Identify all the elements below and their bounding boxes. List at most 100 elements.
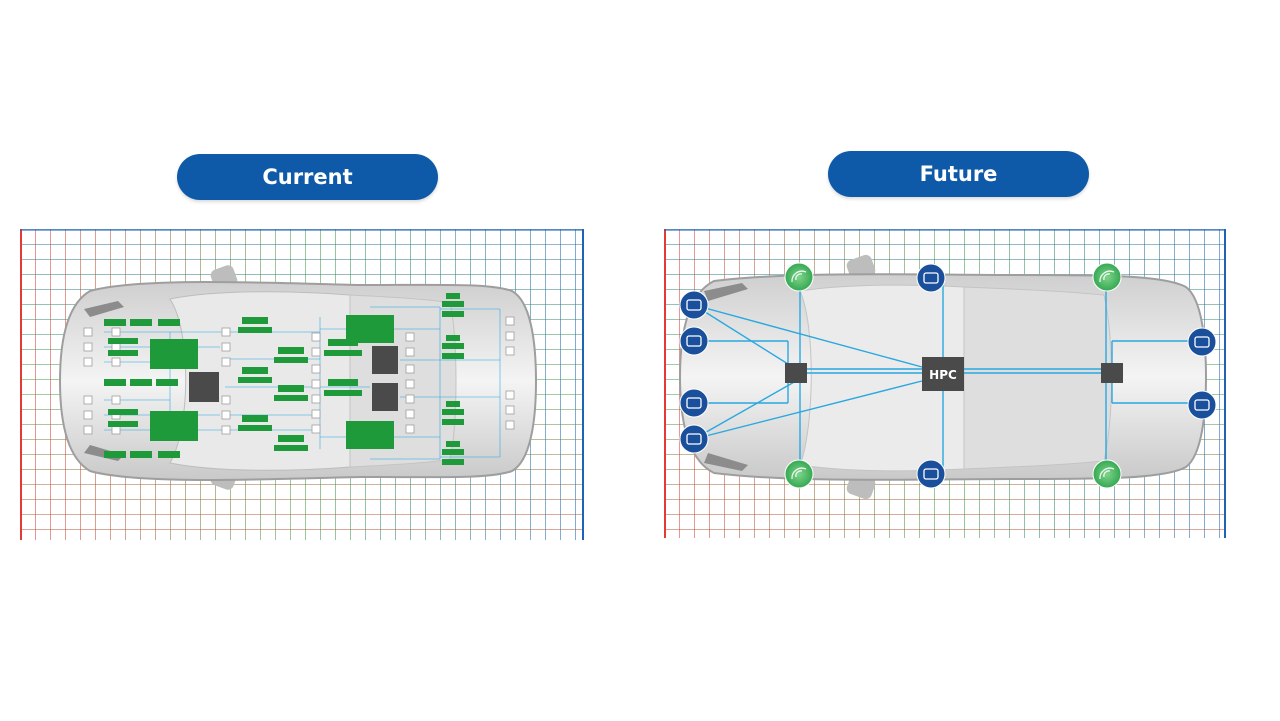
current-header: Current: [177, 154, 438, 200]
ethernet-link: [693, 304, 923, 368]
ecu-module: [442, 311, 464, 317]
zone-controller-front: [785, 363, 807, 383]
connector-pad: [83, 395, 93, 405]
ecu-module: [346, 421, 394, 449]
future-architecture-diagram: HPC: [664, 229, 1226, 538]
connector-pad: [505, 346, 515, 356]
ecu-module: [108, 350, 138, 356]
connector-pad: [505, 316, 515, 326]
ecu-module: [442, 409, 464, 415]
ecu-module: [446, 335, 460, 341]
ethernet-backbone: [693, 275, 1198, 473]
connector-pad: [311, 409, 321, 419]
camera-sensor-icon: [679, 388, 709, 418]
connector-pad: [111, 395, 121, 405]
zone-controller-rear: [1101, 363, 1123, 383]
zone-controllers: [785, 363, 1123, 383]
connector-pad: [83, 327, 93, 337]
connector-pad: [111, 425, 121, 435]
ethernet-link: [693, 380, 797, 440]
ecu-module: [278, 435, 304, 442]
connector-pad: [221, 410, 231, 420]
gateway-block: [372, 346, 398, 374]
camera-sensor-icon: [1187, 327, 1217, 357]
camera-sensor-icon: [679, 290, 709, 320]
connector-pad: [311, 394, 321, 404]
connector-pad: [311, 364, 321, 374]
ecu-module: [442, 301, 464, 307]
ecu-module: [104, 319, 126, 326]
connector-pad: [311, 379, 321, 389]
camera-sensor-icon: [916, 459, 946, 489]
ecu-module: [150, 411, 198, 441]
connector-pad: [83, 425, 93, 435]
ecu-module: [274, 395, 308, 401]
ecu-module: [104, 451, 126, 458]
ecu-module: [274, 357, 308, 363]
ecu-module: [442, 343, 464, 349]
ethernet-link: [693, 380, 923, 440]
ecu-module: [238, 425, 272, 431]
ecu-module: [442, 449, 464, 455]
connector-pad: [83, 410, 93, 420]
connector-pad: [221, 342, 231, 352]
ecu-module: [238, 377, 272, 383]
connector-pad: [405, 364, 415, 374]
ecu-module: [108, 409, 138, 415]
ecu-module: [328, 379, 358, 386]
connector-pad: [221, 327, 231, 337]
connector-pad: [505, 331, 515, 341]
ecu-module: [442, 459, 464, 465]
connector-pad: [405, 379, 415, 389]
ecu-modules: [104, 293, 464, 465]
connector-pad: [405, 424, 415, 434]
ecu-module: [158, 319, 180, 326]
connector-pad: [505, 420, 515, 430]
camera-sensor-icon: [1187, 390, 1217, 420]
connector-pad: [83, 357, 93, 367]
ecu-module: [324, 350, 362, 356]
connector-pad: [221, 425, 231, 435]
ecu-module: [442, 419, 464, 425]
connector-pad: [221, 357, 231, 367]
gateway-block: [189, 372, 219, 402]
connector-pad: [405, 332, 415, 342]
connector-pad: [311, 424, 321, 434]
camera-sensor-icon: [679, 326, 709, 356]
future-header: Future: [828, 151, 1089, 197]
hpc-unit: HPC: [922, 357, 964, 391]
radar-sensor-icon: [784, 262, 814, 292]
ecu-module: [130, 379, 152, 386]
connector-pad: [405, 394, 415, 404]
connector-pads: [83, 316, 515, 435]
ecu-module: [242, 415, 268, 422]
current-architecture-diagram: [20, 229, 584, 540]
connector-pad: [505, 390, 515, 400]
hpc-block: [922, 357, 964, 391]
future-car-svg: HPC: [664, 229, 1226, 538]
connector-pad: [505, 405, 515, 415]
ecu-module: [242, 317, 268, 324]
ecu-module: [156, 379, 178, 386]
radar-sensor-icon: [1092, 459, 1122, 489]
radar-sensor-icon: [1092, 262, 1122, 292]
current-car-svg: [20, 229, 584, 540]
connector-pad: [311, 347, 321, 357]
ecu-module: [442, 353, 464, 359]
camera-sensor-icon: [679, 424, 709, 454]
gateway-block: [372, 383, 398, 411]
ecu-module: [278, 347, 304, 354]
connector-pad: [405, 409, 415, 419]
ecu-module: [150, 339, 198, 369]
radar-sensor-icon: [784, 459, 814, 489]
ecu-module: [346, 315, 394, 343]
connector-pad: [111, 357, 121, 367]
connector-pad: [111, 327, 121, 337]
ethernet-link: [693, 304, 797, 370]
ecu-module: [104, 379, 126, 386]
ecu-module: [446, 441, 460, 447]
ecu-module: [238, 327, 272, 333]
connector-pad: [405, 347, 415, 357]
ecu-module: [108, 421, 138, 427]
ecu-module: [130, 451, 152, 458]
